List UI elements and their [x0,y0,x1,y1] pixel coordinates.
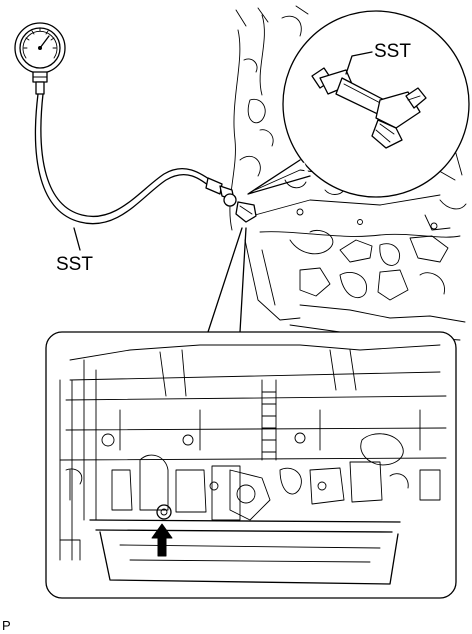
sst-hose-label: SST [56,254,93,275]
transmission-detail-view [45,331,457,599]
sst-adapter-label: SST [374,41,411,62]
pressure-gauge [14,22,66,95]
test-plug [156,504,172,520]
gauge-hose [34,93,257,225]
sst-adapter-callout [247,10,470,198]
figure-code: P [2,618,11,633]
detail-view-connector [207,227,247,333]
sst-hose-leader [73,227,81,251]
sst-adapter-tool [311,67,427,149]
test-plug-arrow [151,523,173,557]
